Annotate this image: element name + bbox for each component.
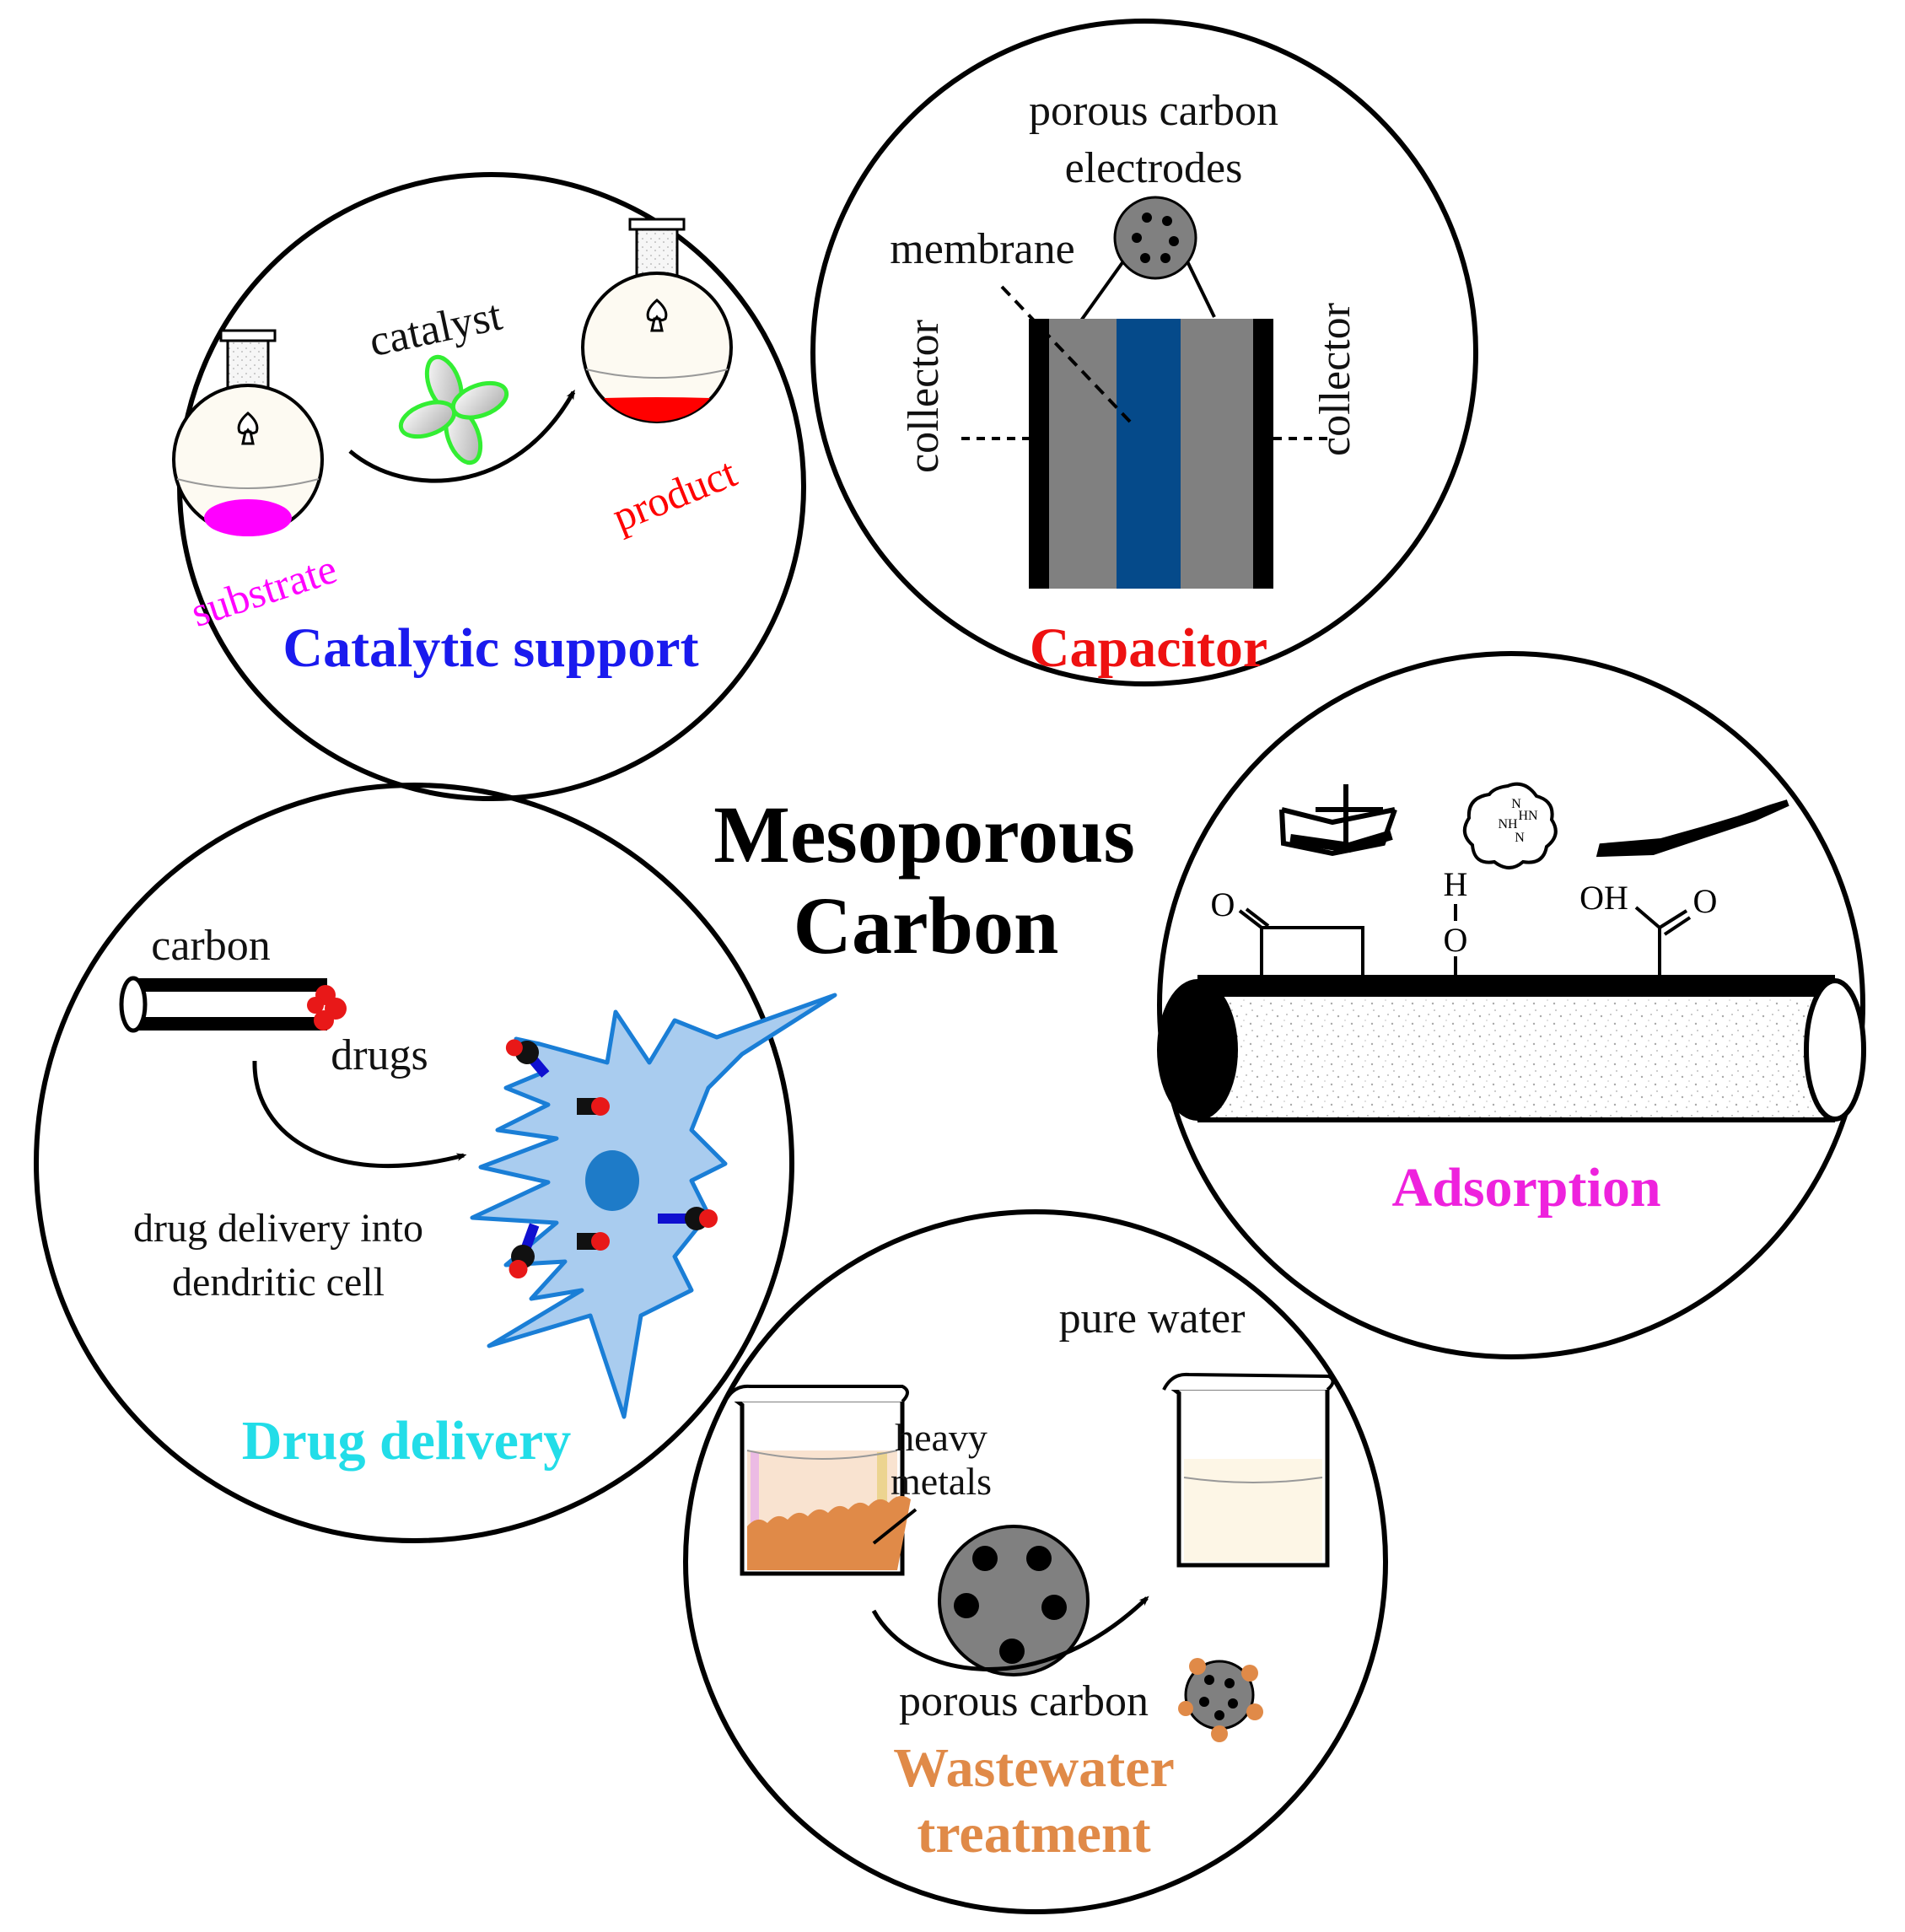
- drug-delivery-title: Drug delivery: [242, 1410, 571, 1472]
- drugs-label: drugs: [331, 1031, 428, 1079]
- heavy-metal-beaker: [724, 1384, 911, 1576]
- svg-text:NH: NH: [1498, 817, 1518, 831]
- dendritic-cell: [470, 993, 837, 1419]
- acid-o-label: O: [1693, 882, 1718, 920]
- porphyrin-molecule-icon: N NH HN N: [1462, 782, 1558, 869]
- pure-water-label: pure water: [1059, 1294, 1246, 1343]
- spade-icon: [237, 412, 259, 445]
- aldehyde-o-label: O: [1211, 885, 1235, 923]
- wastewater-title-line2: treatment: [917, 1803, 1150, 1865]
- treatment-arrow: [871, 1596, 1149, 1671]
- catalytic-support-panel: catalyst substrate product Catalytic sup…: [172, 172, 806, 801]
- polymer-chain-icon: [1596, 799, 1789, 858]
- drug-delivery-circle: [34, 783, 794, 1543]
- collector-right-label: collector: [1311, 303, 1359, 456]
- hydroxyl-o-label: O: [1444, 921, 1468, 959]
- catalytic-support-title: Catalytic support: [283, 617, 698, 679]
- electrodes-label-line1: porous carbon: [1029, 87, 1278, 135]
- delivery-label-line1: drug delivery into: [133, 1206, 423, 1251]
- electrodes-label-line2: electrodes: [1065, 144, 1243, 192]
- svg-text:N: N: [1515, 831, 1525, 845]
- svg-text:HN: HN: [1518, 809, 1538, 823]
- adsorption-panel: N NH HN N O H O OH O: [1157, 651, 1866, 1359]
- functional-groups: [1238, 904, 1692, 978]
- pure-water-beaker: [1162, 1372, 1335, 1568]
- porous-carbon-particle: [1113, 196, 1197, 280]
- svg-text:N: N: [1511, 797, 1521, 811]
- capacitor-panel: porous carbon electrodes membrane collec…: [810, 19, 1478, 686]
- membrane-label: membrane: [890, 225, 1074, 273]
- carbon-label: carbon: [151, 922, 270, 970]
- clover-icon: [398, 354, 509, 466]
- wastewater-title-line1: Wastewater: [893, 1737, 1175, 1799]
- product-flask: [581, 218, 733, 423]
- delivery-label-line2: dendritic cell: [172, 1260, 385, 1305]
- adsorption-title: Adsorption: [1391, 1157, 1660, 1219]
- capacitor-cell: [1029, 319, 1273, 589]
- porous-carbon-loaded: [1178, 1658, 1263, 1742]
- product-liquid: [604, 397, 710, 422]
- spade-icon: [646, 299, 668, 332]
- drug-receptors: [505, 1039, 718, 1279]
- center-title-line1: Mesoporous: [713, 789, 1135, 880]
- product-label: product: [605, 449, 743, 541]
- cyclohexane-molecule-icon: [1279, 784, 1397, 857]
- heavy-metals-label-line1: heavy: [895, 1416, 987, 1459]
- reaction-arrow: [348, 389, 576, 483]
- capacitor-circle: [810, 19, 1478, 686]
- hydroxyl-h-label: H: [1444, 865, 1468, 903]
- substrate-liquid: [204, 499, 292, 536]
- porous-carbon-label: porous carbon: [899, 1677, 1149, 1725]
- wastewater-panel: pure water heavy metals: [683, 1209, 1388, 1914]
- carbon-tube-icon: [119, 976, 347, 1033]
- carbon-nanotube: [1157, 975, 1866, 1122]
- capacitor-title: Capacitor: [1030, 617, 1267, 679]
- acid-oh-label: OH: [1579, 879, 1628, 917]
- drug-delivery-panel: carbon drugs drug delivery into dendriti…: [34, 783, 837, 1543]
- substrate-flask: [172, 329, 324, 536]
- porous-carbon-large: [938, 1525, 1090, 1676]
- membrane-layer: [1117, 319, 1181, 589]
- wastewater-circle: [683, 1209, 1388, 1914]
- adsorption-circle: [1157, 651, 1865, 1359]
- cell-nucleus: [585, 1150, 639, 1211]
- heavy-metals-label-line2: metals: [891, 1460, 992, 1503]
- catalyst-label: catalyst: [365, 291, 507, 366]
- collector-left-label: collector: [900, 320, 948, 473]
- delivery-arrow: [252, 1060, 467, 1169]
- center-title-line2: Carbon: [794, 880, 1059, 971]
